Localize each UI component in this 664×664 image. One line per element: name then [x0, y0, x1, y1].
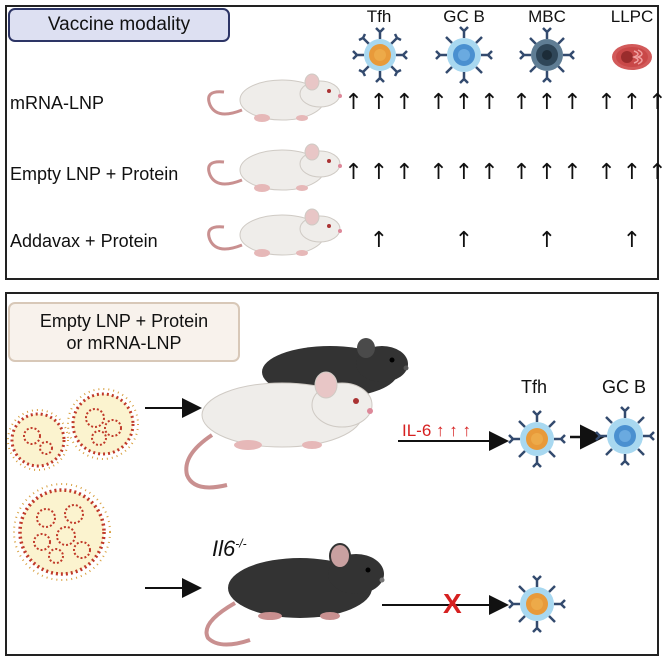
row-label-addavax-protein: Addavax + Protein [10, 231, 158, 251]
il6-knockout-label: Il6-/- [212, 536, 247, 562]
response-arrows: ↑ ↑ ↑ [597, 90, 664, 115]
header-tfh: Tfh [366, 7, 392, 26]
tfh-cell-icon [508, 410, 566, 468]
tfh-label: Tfh [521, 377, 548, 397]
header-llpc: LLPC [610, 7, 654, 26]
il6-knockout-superscript: -/- [235, 536, 247, 551]
response-arrows: ↑ ↑ ↑ [512, 90, 582, 115]
response-arrows: ↑ ↑ ↑ [429, 90, 499, 115]
tfh-cell-icon [352, 27, 408, 83]
mechanism-header: Empty LNP + Protein or mRNA-LNP [8, 302, 240, 362]
response-arrows: ↑ ↑ ↑ [512, 160, 582, 185]
response-arrows: ↑ ↑ ↑ [344, 160, 414, 185]
il6-knockout-mouse [204, 543, 385, 647]
llpc-cell-icon [612, 44, 652, 70]
response-arrows: ↑ ↑ ↑ [597, 160, 664, 185]
gc-b-cell-icon [435, 26, 493, 84]
response-arrows: ↑ [622, 228, 642, 253]
lnp-particle-small [7, 409, 69, 471]
header-gc-b: GC B [443, 7, 485, 26]
row-label-empty-lnp-protein: Empty LNP + Protein [10, 164, 179, 184]
mechanism-header-line1: Empty LNP + Protein [39, 311, 209, 331]
response-arrows: ↑ ↑ ↑ [344, 90, 414, 115]
response-arrows: ↑ [454, 228, 474, 253]
tfh-cell-icon [508, 575, 566, 633]
vaccine-modality-header: Vaccine modality [8, 8, 230, 42]
mechanism-header-line2: or mRNA-LNP [66, 333, 182, 353]
response-arrows: ↑ [537, 228, 557, 253]
row-label-mrna-lnp: mRNA-LNP [10, 93, 105, 113]
lnp-particle-medium [67, 388, 139, 460]
il6-gene-name: Il6 [212, 536, 236, 561]
gc-b-label: GC B [602, 377, 647, 397]
response-arrows: ↑ [369, 228, 389, 253]
mbc-cell-icon [519, 27, 575, 83]
gc-b-cell-icon [595, 406, 655, 466]
block-x-icon: X [443, 588, 462, 619]
il6-label: IL-6 ↑ ↑ ↑ [402, 421, 471, 440]
lnp-particle-large [13, 483, 111, 581]
header-mbc: MBC [528, 7, 566, 26]
white-mouse-front [184, 371, 373, 490]
response-arrows: ↑ ↑ ↑ [429, 160, 499, 185]
